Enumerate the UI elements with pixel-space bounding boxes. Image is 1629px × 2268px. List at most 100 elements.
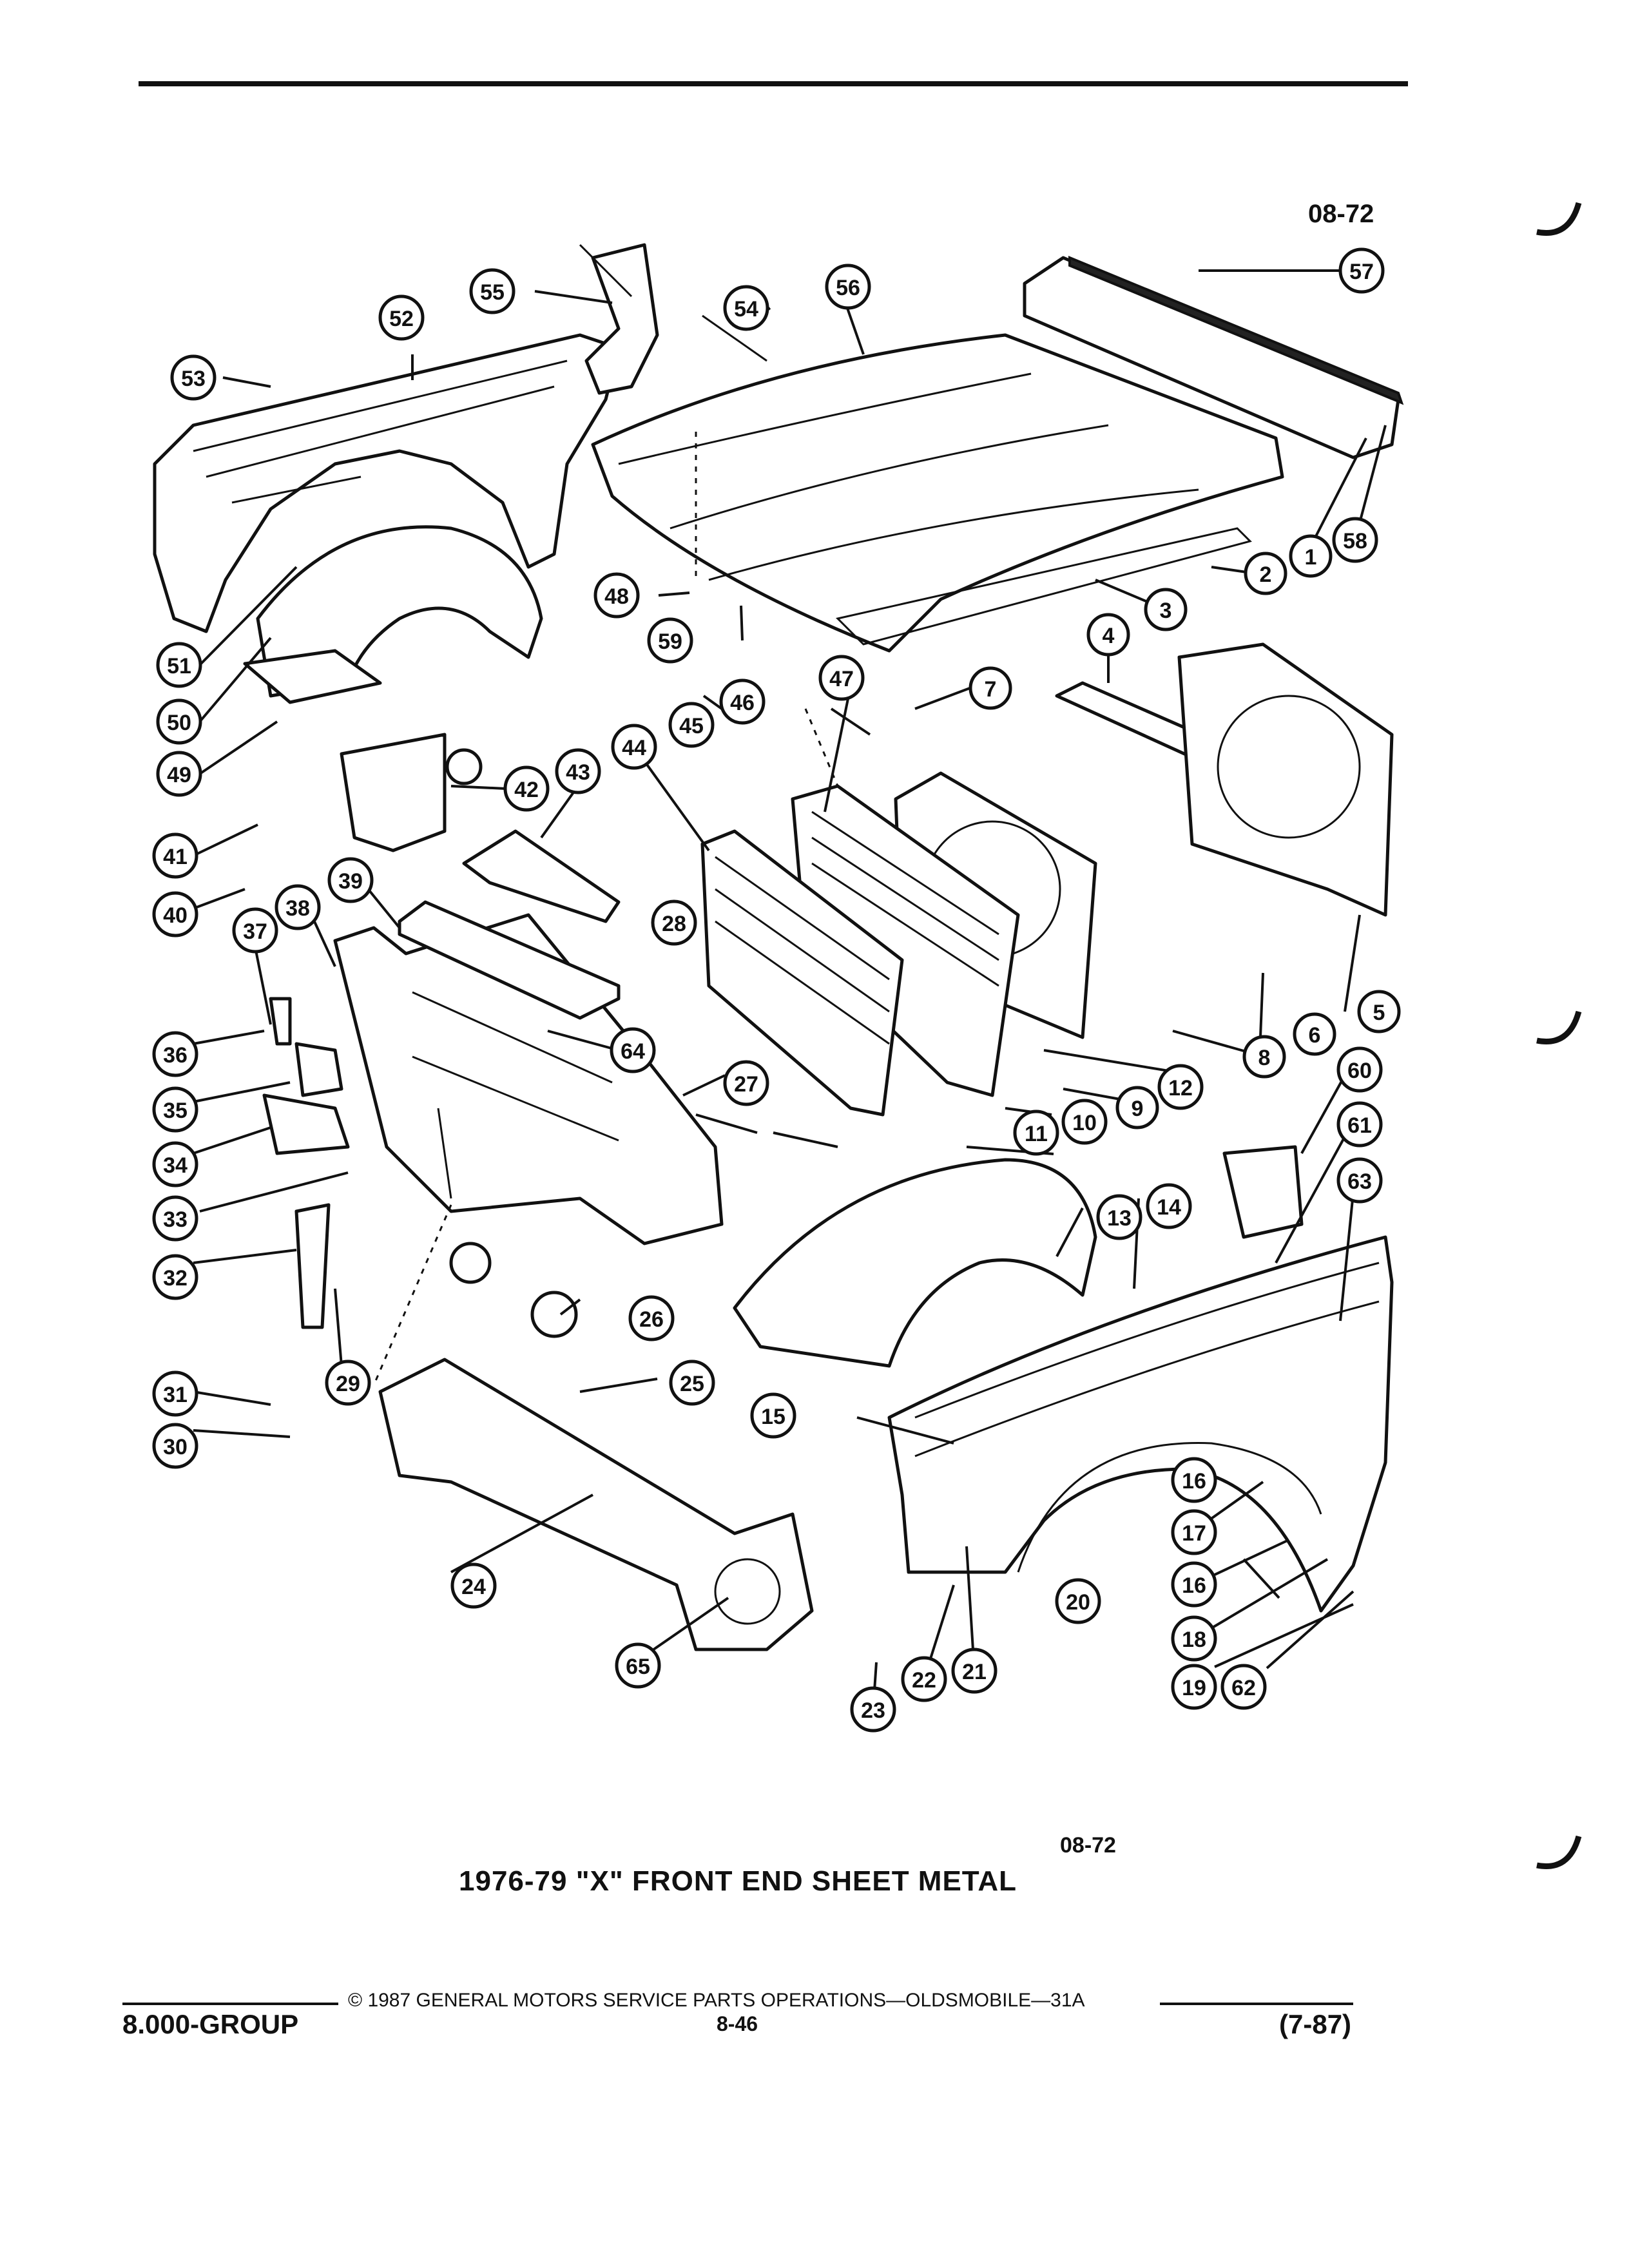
callout-58: 58	[1332, 517, 1378, 563]
footer-group: 8.000-GROUP	[122, 2009, 299, 2039]
callout-12: 12	[1157, 1064, 1204, 1110]
callout-54: 54	[723, 285, 769, 331]
svg-text:59: 59	[658, 629, 682, 654]
svg-text:42: 42	[514, 778, 539, 802]
diagram-footer-ref-code: 08-72	[1060, 1833, 1116, 1858]
radiator-support-drawing	[333, 913, 724, 1245]
top-rule	[139, 81, 1408, 86]
svg-text:40: 40	[163, 903, 188, 928]
bumper-filler-drawing	[378, 1358, 814, 1651]
callout-63: 63	[1336, 1157, 1383, 1204]
callout-3: 3	[1144, 588, 1188, 631]
callout-21: 21	[951, 1648, 998, 1694]
svg-text:6: 6	[1309, 1023, 1321, 1048]
callout-20: 20	[1055, 1578, 1101, 1624]
svg-text:38: 38	[285, 896, 310, 921]
callout-61: 61	[1336, 1101, 1383, 1148]
callout-44: 44	[611, 724, 657, 770]
callout-56: 56	[825, 264, 871, 310]
callout-65: 65	[615, 1642, 661, 1689]
callout-50: 50	[156, 698, 202, 745]
svg-text:39: 39	[338, 869, 363, 894]
callout-29: 29	[325, 1360, 371, 1406]
svg-text:5: 5	[1373, 1001, 1385, 1025]
callout-34: 34	[152, 1141, 198, 1187]
callout-17: 17	[1171, 1509, 1217, 1555]
binder-mark-middle	[1536, 1010, 1582, 1044]
svg-text:1: 1	[1305, 545, 1317, 570]
callout-33: 33	[152, 1195, 198, 1242]
svg-text:19: 19	[1182, 1676, 1206, 1700]
diagram-title: 1976-79 "X" FRONT END SHEET METAL	[459, 1865, 1017, 1897]
svg-text:48: 48	[604, 584, 629, 609]
callout-13: 13	[1096, 1194, 1142, 1240]
svg-text:30: 30	[163, 1435, 188, 1459]
svg-text:58: 58	[1343, 529, 1367, 553]
svg-text:22: 22	[912, 1668, 936, 1693]
callout-7: 7	[969, 666, 1012, 710]
footer-revision: (7-87)	[1279, 2009, 1352, 2039]
callout-59: 59	[647, 617, 693, 664]
footer-rule-right	[1160, 2003, 1353, 2005]
callout-36: 36	[152, 1031, 198, 1077]
svg-text:46: 46	[730, 691, 755, 715]
callout-6: 6	[1293, 1012, 1336, 1056]
svg-text:26: 26	[639, 1307, 664, 1332]
footer-copyright: © 1987 GENERAL MOTORS SERVICE PARTS OPER…	[348, 1990, 1085, 2011]
callout-10: 10	[1061, 1099, 1108, 1145]
svg-text:63: 63	[1347, 1169, 1372, 1194]
footer-rule-left	[122, 2003, 338, 2005]
callout-4: 4	[1086, 613, 1130, 657]
svg-text:18: 18	[1182, 1628, 1206, 1652]
svg-text:27: 27	[734, 1072, 758, 1097]
svg-text:21: 21	[962, 1660, 987, 1684]
svg-text:43: 43	[566, 760, 590, 785]
callout-40: 40	[152, 891, 198, 937]
callout-41: 41	[152, 832, 198, 879]
callout-51: 51	[156, 642, 202, 688]
svg-text:47: 47	[829, 667, 854, 691]
svg-text:41: 41	[163, 845, 188, 869]
svg-text:10: 10	[1072, 1111, 1097, 1135]
svg-text:44: 44	[622, 736, 646, 760]
svg-text:24: 24	[461, 1575, 486, 1599]
callout-28: 28	[651, 899, 697, 946]
svg-text:17: 17	[1182, 1521, 1206, 1546]
svg-text:28: 28	[662, 912, 686, 936]
footer-page: 8-46	[717, 2012, 758, 2035]
callout-22: 22	[901, 1656, 947, 1702]
callout-42: 42	[503, 765, 550, 812]
callout-30: 30	[152, 1423, 198, 1469]
svg-text:20: 20	[1066, 1590, 1090, 1615]
binder-mark-bottom	[1536, 1835, 1582, 1869]
callout-11: 11	[1013, 1110, 1059, 1156]
svg-text:34: 34	[163, 1153, 188, 1178]
svg-text:11: 11	[1025, 1122, 1048, 1146]
header-ref-code: 08-72	[1308, 200, 1374, 228]
svg-text:55: 55	[480, 280, 505, 305]
callout-32: 32	[152, 1254, 198, 1300]
svg-text:60: 60	[1347, 1059, 1372, 1083]
svg-text:29: 29	[336, 1372, 360, 1396]
svg-text:32: 32	[163, 1266, 188, 1291]
svg-text:13: 13	[1107, 1206, 1132, 1231]
svg-text:52: 52	[389, 307, 414, 331]
svg-text:12: 12	[1168, 1076, 1193, 1100]
callout-14: 14	[1146, 1183, 1192, 1229]
cowl-panel-drawing	[1023, 256, 1400, 459]
svg-text:50: 50	[167, 711, 191, 735]
svg-text:2: 2	[1260, 562, 1272, 587]
callout-60: 60	[1336, 1046, 1383, 1093]
svg-text:65: 65	[626, 1655, 650, 1679]
svg-text:64: 64	[621, 1039, 645, 1064]
callout-23: 23	[850, 1686, 896, 1733]
svg-text:35: 35	[163, 1099, 188, 1123]
callout-53: 53	[170, 354, 217, 401]
callout-57: 57	[1338, 247, 1385, 294]
svg-text:9: 9	[1132, 1097, 1144, 1121]
svg-text:14: 14	[1157, 1195, 1181, 1220]
callout-35: 35	[152, 1086, 198, 1133]
callout-16a: 16	[1171, 1457, 1217, 1503]
callout-2: 2	[1244, 552, 1287, 595]
callout-49: 49	[156, 751, 202, 797]
